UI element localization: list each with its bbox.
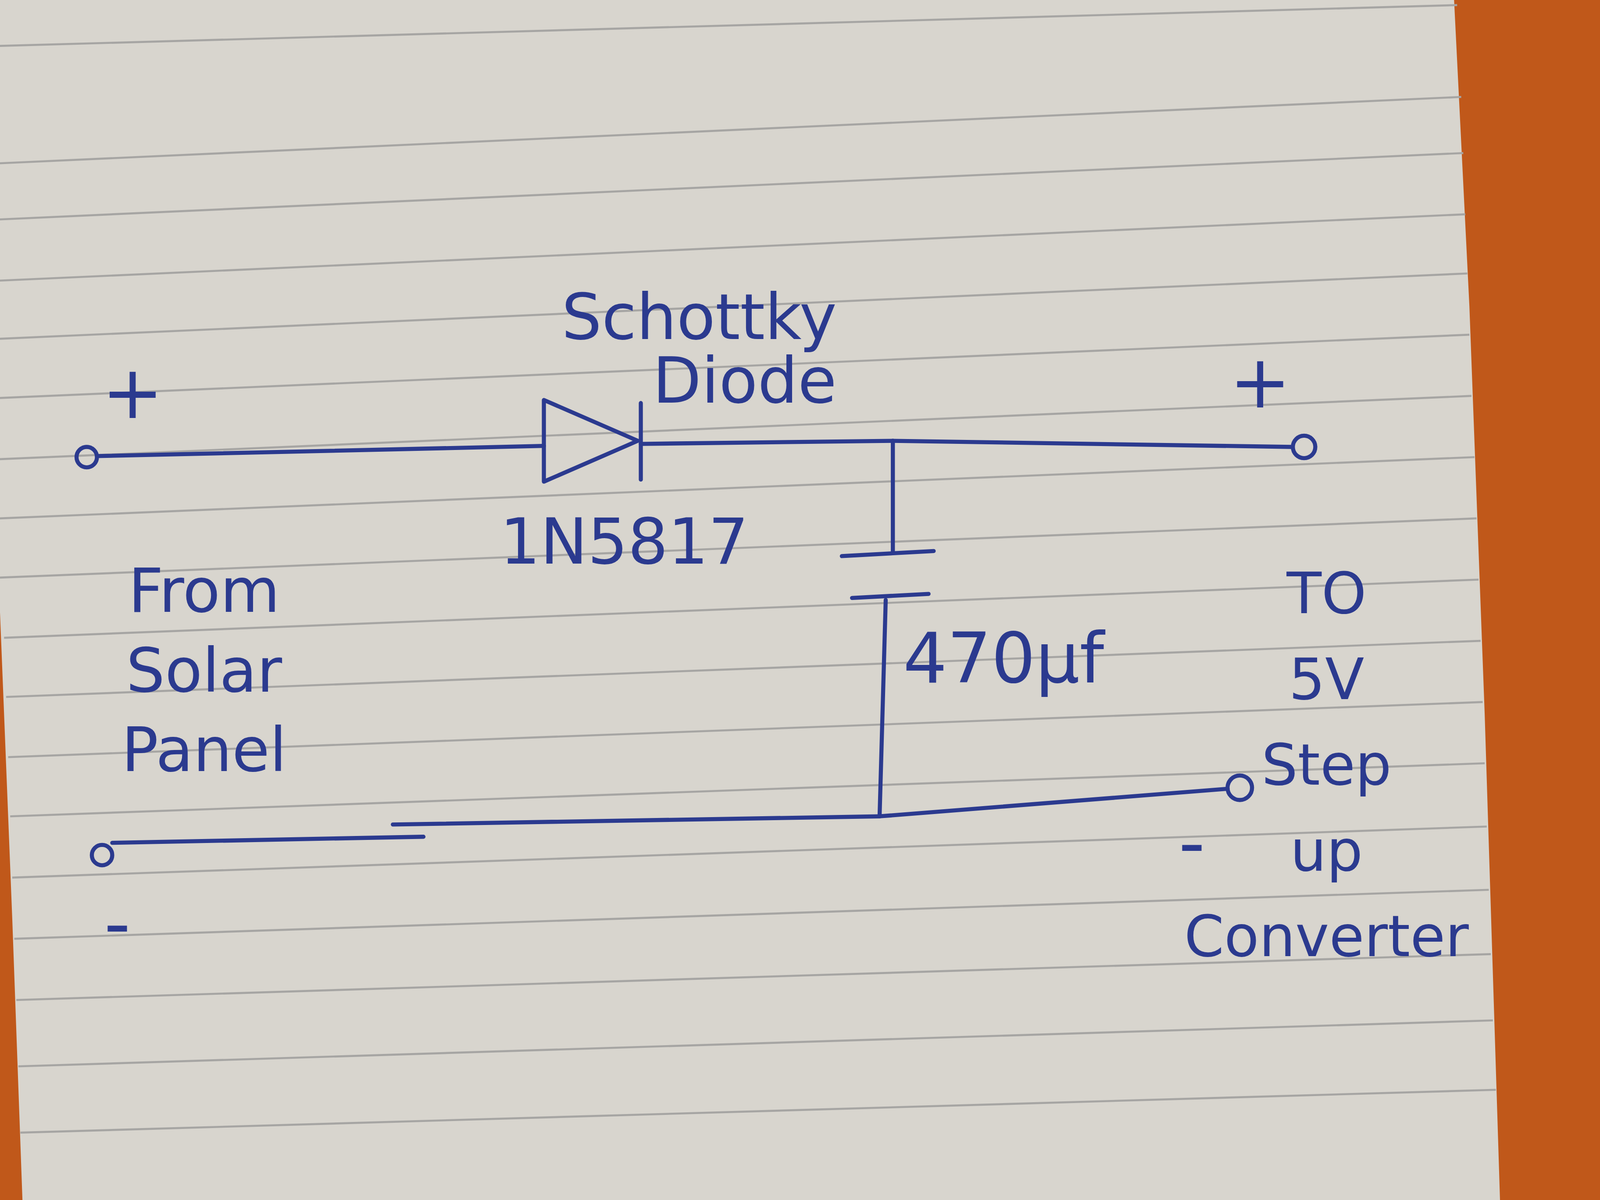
wire bbox=[892, 440, 1293, 447]
paper-sheet bbox=[0, 0, 1500, 1200]
ruled-lines bbox=[0, 5, 1497, 1133]
terminal-polarity: - bbox=[1178, 798, 1205, 887]
output-negative-terminal bbox=[1227, 775, 1253, 800]
destination-label: TO 5V Step up Converter bbox=[1163, 550, 1490, 980]
terminal-polarity: + bbox=[1229, 338, 1291, 427]
diode-cathode-bar bbox=[638, 403, 643, 480]
capacitor-plate bbox=[841, 550, 934, 557]
wire bbox=[890, 440, 895, 554]
wire bbox=[112, 836, 424, 843]
terminal-polarity: + bbox=[101, 348, 164, 437]
capacitance-value: 470µf bbox=[903, 617, 1104, 700]
source-label: From Solar Panel bbox=[50, 550, 358, 790]
capacitor-plate bbox=[852, 593, 929, 598]
circuit-wiring bbox=[76, 400, 1315, 866]
diode-symbol bbox=[543, 400, 638, 482]
part-number: 1N5817 bbox=[500, 505, 749, 579]
input-positive-terminal bbox=[76, 446, 97, 468]
wire bbox=[640, 440, 893, 444]
wire bbox=[96, 446, 544, 457]
terminal-polarity: - bbox=[103, 879, 131, 968]
component-label: Schottky Diode bbox=[469, 285, 837, 413]
input-negative-terminal bbox=[91, 844, 113, 866]
wire bbox=[879, 788, 1228, 817]
output-positive-terminal bbox=[1292, 435, 1316, 458]
wire bbox=[392, 816, 880, 825]
wire bbox=[879, 600, 886, 817]
